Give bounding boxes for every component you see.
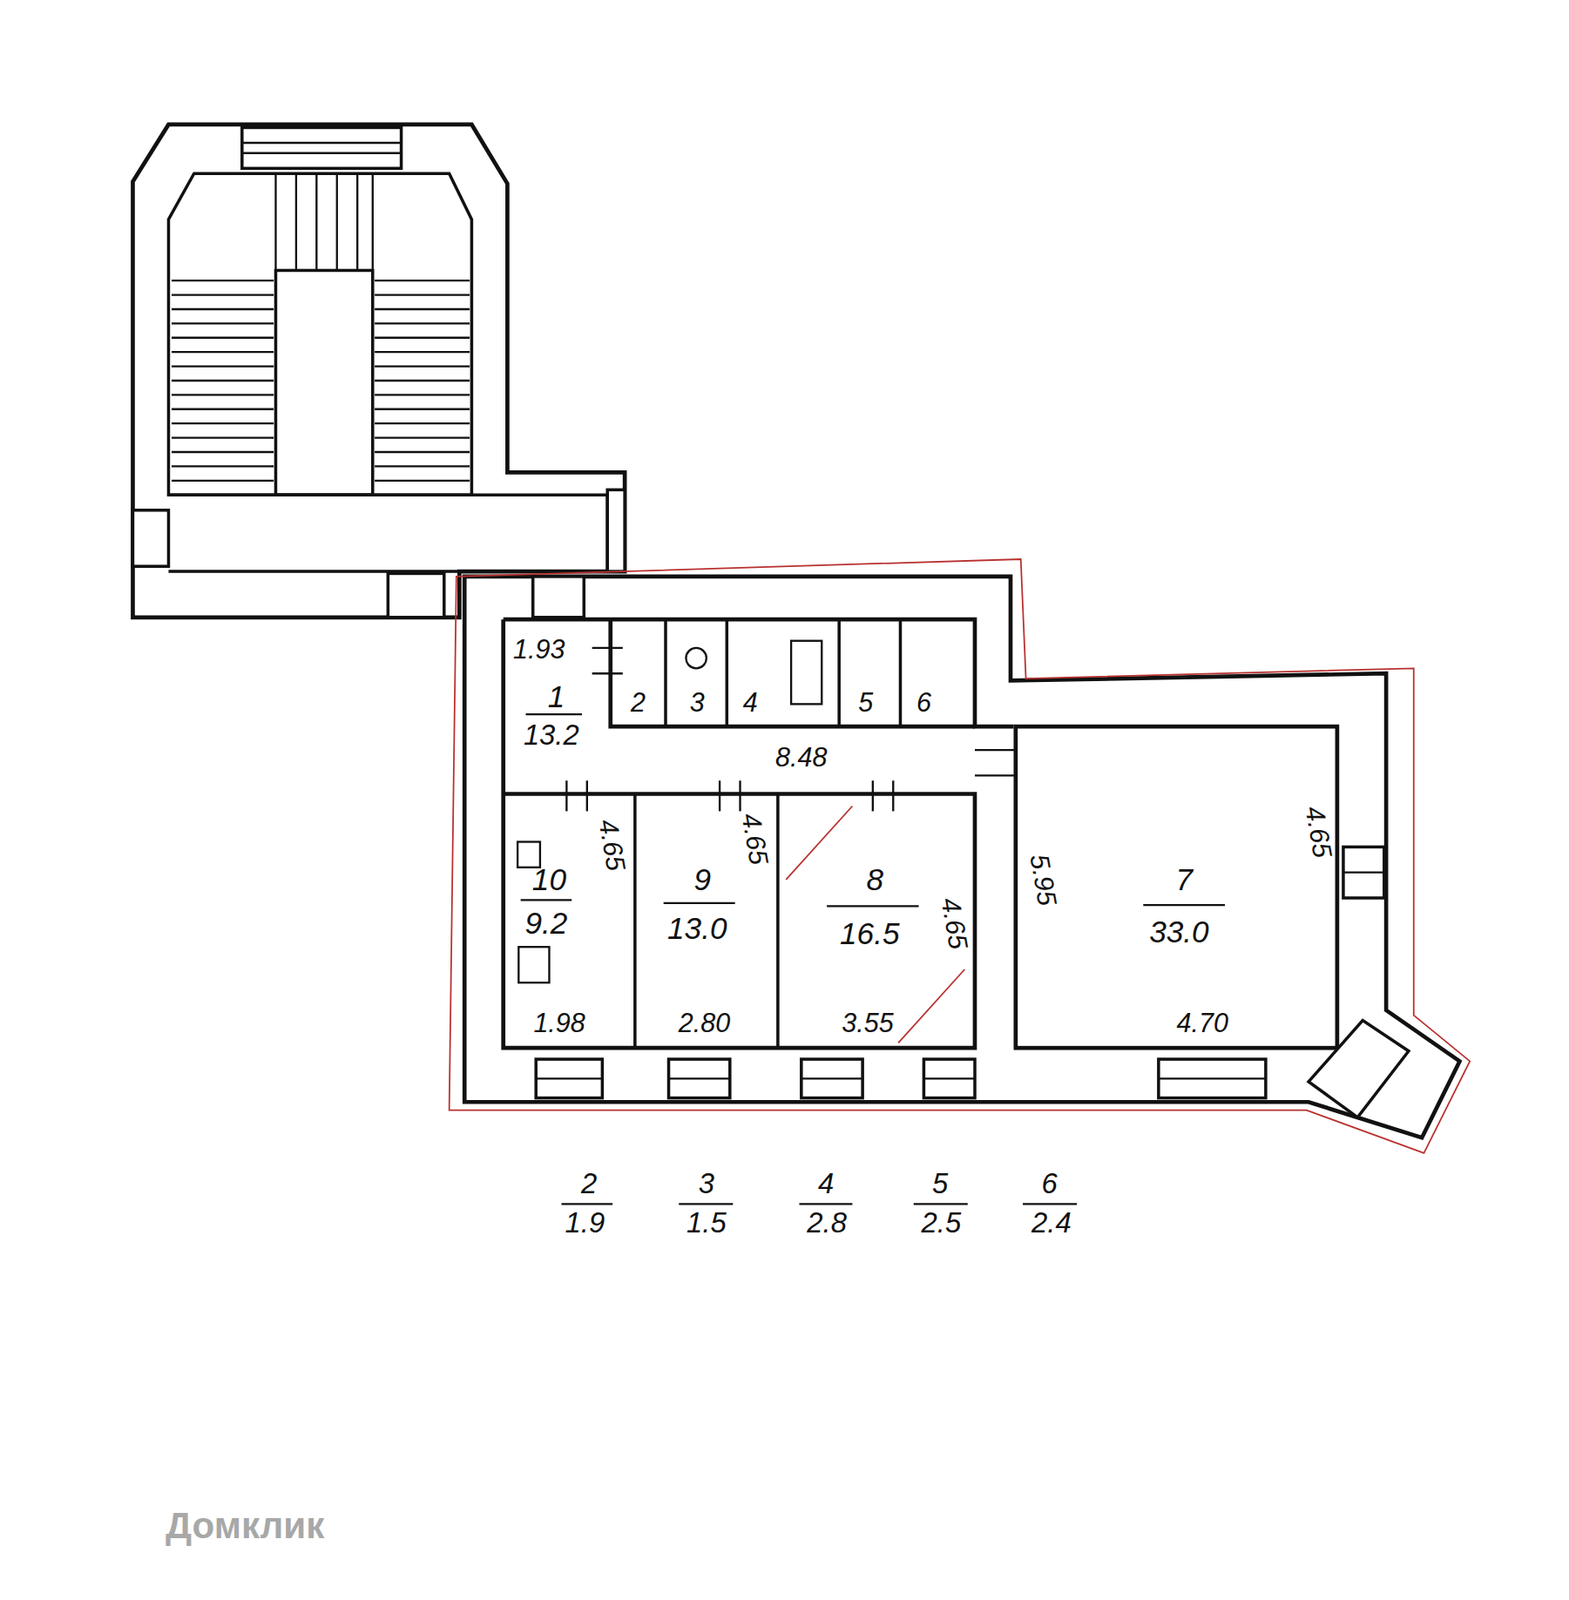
stair-step xyxy=(374,451,470,454)
room-area: 2.4 xyxy=(1031,1208,1072,1238)
room-number: 5 xyxy=(932,1169,948,1199)
stair-step xyxy=(171,451,274,454)
room-number: 4 xyxy=(818,1169,834,1199)
dimension: 1.98 xyxy=(533,1009,585,1037)
stair-step xyxy=(171,408,274,411)
stair-step xyxy=(171,393,274,396)
stair-step xyxy=(374,422,470,425)
stair-step xyxy=(374,480,470,482)
dimension: 1.93 xyxy=(513,635,565,663)
room-number: 10 xyxy=(532,864,567,895)
stair-step xyxy=(171,465,274,467)
stair-step xyxy=(171,308,274,311)
room-area: 2.5 xyxy=(921,1208,962,1238)
watermark: Домклик xyxy=(165,1508,325,1545)
room-area: 1.5 xyxy=(686,1208,727,1238)
stair-step xyxy=(374,322,470,325)
room-area: 13.0 xyxy=(667,913,728,945)
room-area: 2.8 xyxy=(806,1208,847,1238)
room-number: 4 xyxy=(743,689,758,717)
stair-step xyxy=(171,480,274,482)
room-area: 1.9 xyxy=(565,1208,606,1238)
stair-step xyxy=(374,337,470,339)
stair-step xyxy=(374,365,470,367)
room-number: 6 xyxy=(916,689,932,717)
stair-step xyxy=(171,293,274,296)
room-number: 3 xyxy=(698,1169,715,1199)
room-number: 9 xyxy=(693,864,711,895)
dimension: 4.70 xyxy=(1176,1009,1229,1037)
stair-step xyxy=(374,465,470,467)
stair-step xyxy=(374,408,470,411)
room-number: 2 xyxy=(581,1169,597,1199)
stair-step xyxy=(171,351,274,353)
room-number: 2 xyxy=(630,689,646,717)
stair-step xyxy=(374,308,470,311)
room-area: 9.2 xyxy=(524,908,568,940)
room-number: 8 xyxy=(865,864,884,895)
room-area: 13.2 xyxy=(523,720,580,750)
stair-step xyxy=(374,293,470,296)
stair-step xyxy=(171,422,274,425)
stair-step xyxy=(374,436,470,439)
stair-step xyxy=(374,379,470,382)
dimension: 2.80 xyxy=(678,1009,731,1037)
room-area: 16.5 xyxy=(839,919,900,950)
stair-step xyxy=(374,279,470,282)
stair-step xyxy=(171,365,274,367)
room-number: 1 xyxy=(547,682,566,713)
stair-step xyxy=(171,379,274,382)
room-number: 6 xyxy=(1041,1169,1057,1199)
stair-step xyxy=(171,337,274,339)
room-number: 3 xyxy=(689,689,705,717)
stair-step xyxy=(374,351,470,353)
stair-step xyxy=(171,279,274,282)
dimension: 3.55 xyxy=(841,1009,893,1037)
room-area: 33.0 xyxy=(1149,916,1210,947)
room-number: 7 xyxy=(1175,864,1193,895)
stair-step xyxy=(171,436,274,439)
stair-step xyxy=(374,393,470,396)
room-number: 5 xyxy=(858,689,873,717)
stair-step xyxy=(171,322,274,325)
dimension: 8.48 xyxy=(775,743,827,771)
